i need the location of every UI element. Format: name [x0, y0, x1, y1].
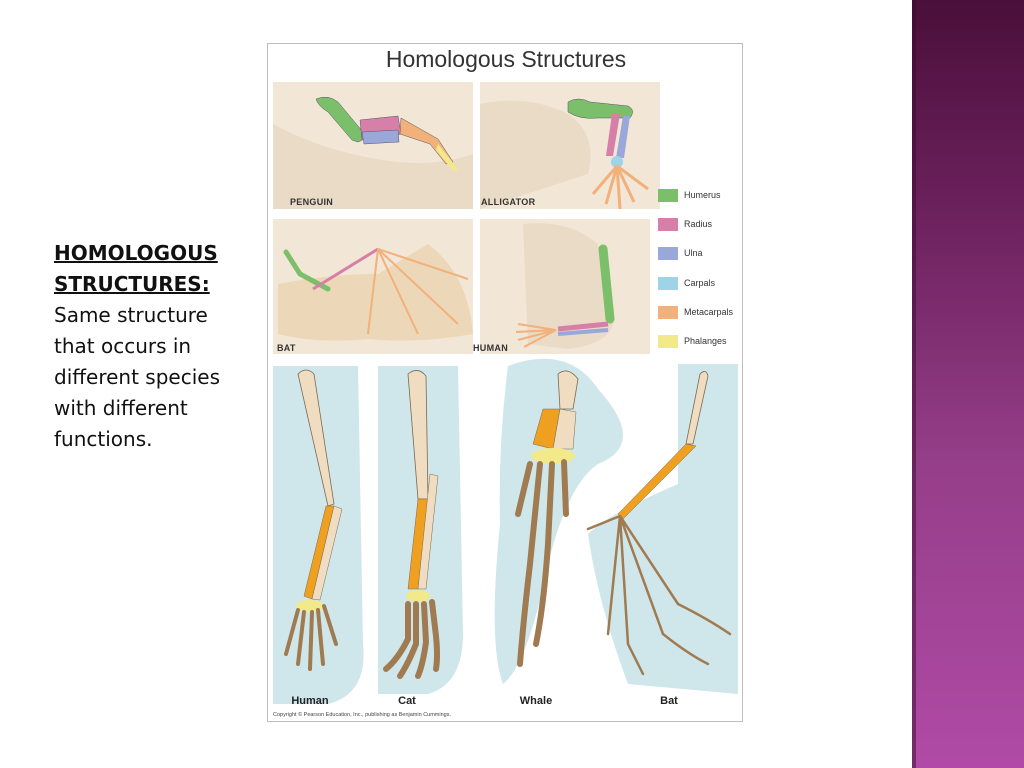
human-top-fingers — [515, 323, 557, 348]
label-bat: Bat — [660, 695, 678, 707]
slide-body: Same structure that occurs in different … — [54, 303, 220, 451]
figure-title: Homologous Structures — [385, 46, 627, 72]
decorative-sidebar — [912, 0, 1024, 768]
label-cat: Cat — [398, 695, 416, 707]
label-alligator: ALLIGATOR — [481, 197, 536, 207]
bat-humerus — [685, 371, 709, 445]
legend-row: Metacarpals — [656, 306, 742, 320]
human-humerus — [297, 369, 335, 507]
human-hand — [284, 604, 338, 671]
label-whale: Whale — [519, 695, 553, 707]
alligator-digits — [591, 164, 649, 210]
label-human-top: HUMAN — [473, 343, 508, 353]
homologous-structures-figure: Homologous Structures — [267, 43, 743, 722]
whale-humerus — [557, 370, 579, 410]
figure-illustration — [273, 82, 738, 704]
human-top-radius — [557, 321, 609, 332]
legend-label: Humerus — [684, 190, 721, 200]
human-arm-shape — [523, 223, 613, 349]
legend-swatch — [658, 218, 678, 231]
legend-row: Radius — [656, 218, 742, 232]
legend-row: Humerus — [656, 189, 742, 203]
alligator-carpals — [611, 156, 623, 168]
cat-humerus — [407, 370, 429, 500]
legend-label: Ulna — [684, 248, 703, 258]
legend-swatch — [658, 277, 678, 290]
penguin-ulna — [361, 129, 400, 145]
human-top-humerus — [598, 244, 615, 324]
bat-wing-membrane — [278, 244, 473, 341]
legend-label: Metacarpals — [684, 307, 734, 317]
cat-paw — [383, 599, 440, 679]
label-human: Human — [291, 695, 329, 707]
penguin-body-shape — [273, 124, 473, 209]
legend-swatch — [658, 306, 678, 319]
whale-ulna — [552, 408, 577, 450]
cat-ulna — [417, 473, 439, 590]
legend-swatch — [658, 335, 678, 348]
human-ulna — [311, 505, 343, 601]
whale-flipper-bones — [515, 459, 569, 667]
slide-text: HOMOLOGOUS STRUCTURES: Same structure th… — [54, 238, 254, 455]
slide-heading: HOMOLOGOUS STRUCTURES: — [54, 241, 218, 296]
legend-label: Phalanges — [684, 336, 727, 346]
copyright-notice: Copyright © Pearson Education, Inc., pub… — [273, 712, 452, 718]
legend-row: Ulna — [656, 247, 742, 261]
alligator-radius — [606, 114, 620, 156]
legend-label: Radius — [684, 219, 713, 229]
legend-swatch — [658, 247, 678, 260]
penguin-phalanges — [436, 144, 458, 172]
label-bat-top: BAT — [277, 343, 296, 353]
alligator-ulna — [616, 116, 630, 158]
legend-swatch — [658, 189, 678, 202]
alligator-body-shape — [480, 100, 591, 209]
bat-top-radius — [312, 247, 379, 291]
human-top-ulna — [557, 328, 609, 336]
legend-label: Carpals — [684, 278, 716, 288]
legend-row: Phalanges — [656, 335, 742, 349]
bat-finger-bones — [586, 514, 732, 676]
bat-top-digits — [367, 248, 469, 335]
cat-carpals — [406, 590, 430, 602]
alligator-humerus — [567, 98, 633, 119]
label-penguin: PENGUIN — [290, 197, 334, 207]
legend-row: Carpals — [656, 277, 742, 291]
